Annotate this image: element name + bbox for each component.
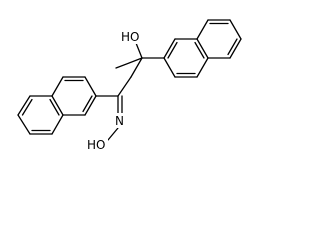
bond: [167, 41, 178, 59]
bond: [21, 98, 33, 116]
carbon-chain: [95, 42, 165, 141]
bond: [229, 19, 242, 40]
oxime-hydroxyl-label: HO: [87, 138, 105, 152]
chemical-structure-diagram: HO N HO: [17, 19, 242, 152]
bond: [84, 95, 97, 116]
bond: [51, 114, 64, 135]
bond: [130, 57, 143, 78]
bond: [49, 98, 60, 116]
bond: [17, 95, 31, 116]
bond: [17, 114, 31, 135]
atom-labels: HO N HO: [86, 29, 140, 152]
bond: [196, 38, 209, 59]
bond: [229, 38, 242, 59]
bond: [163, 57, 176, 78]
bond: [196, 57, 209, 78]
bond: [51, 95, 64, 116]
hydroxyl-label: HO: [121, 30, 139, 44]
bond: [84, 76, 97, 97]
bond: [51, 76, 64, 97]
bond: [107, 127, 119, 141]
bond: [135, 42, 143, 59]
naphthyl-ring-right: [163, 19, 242, 78]
oxime-nitrogen-label: N: [115, 114, 124, 128]
bond: [117, 76, 132, 97]
bond: [227, 38, 238, 56]
bond: [194, 41, 205, 59]
naphthyl-ring-left: [17, 76, 97, 135]
bond: [196, 19, 209, 40]
bond: [82, 95, 93, 113]
bond: [115, 57, 143, 69]
bond: [163, 38, 176, 59]
